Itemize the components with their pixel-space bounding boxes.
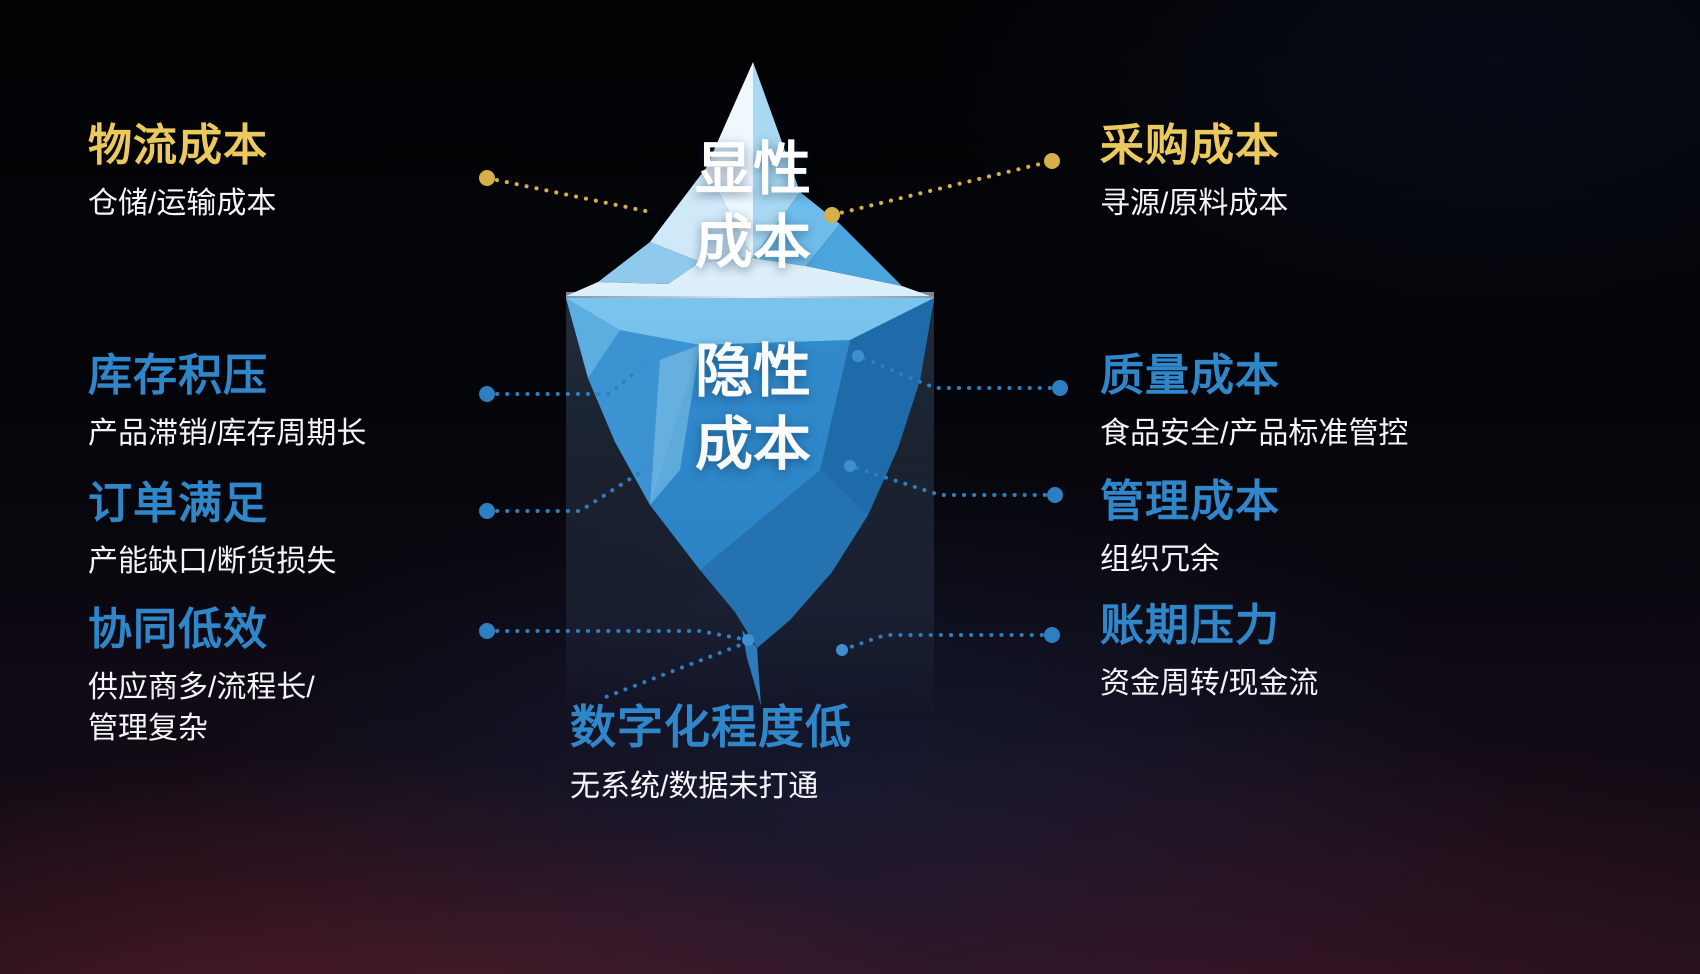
leader-line-quality bbox=[856, 354, 1062, 390]
item-desc: 供应商多/流程长/ 管理复杂 bbox=[88, 671, 315, 745]
explicit-cost-label: 显性 成本 bbox=[694, 137, 811, 275]
item-management-cost: 管理成本 组织冗余 bbox=[1100, 477, 1280, 581]
connector-dot bbox=[635, 361, 647, 373]
item-desc: 食品安全/产品标准管控 bbox=[1100, 417, 1409, 451]
item-title: 数字化程度低 bbox=[570, 701, 852, 753]
connector-dot bbox=[742, 634, 754, 646]
connector-dot bbox=[641, 462, 653, 474]
item-title: 质量成本 bbox=[1100, 351, 1280, 400]
connector-dot bbox=[844, 460, 856, 472]
item-desc: 产品滞销/库存周期长 bbox=[88, 417, 367, 451]
leader-line-digitalization bbox=[596, 640, 750, 702]
item-title: 协同低效 bbox=[88, 605, 268, 654]
connector-dot bbox=[479, 386, 495, 402]
item-title: 库存积压 bbox=[88, 351, 268, 400]
leader-line-logistics bbox=[485, 176, 657, 215]
item-payment-pressure: 账期压力 资金周转/现金流 bbox=[1100, 601, 1319, 705]
leader-line-inventory bbox=[485, 365, 643, 396]
hidden-cost-label: 隐性 成本 bbox=[694, 339, 811, 477]
item-desc: 组织冗余 bbox=[1100, 543, 1220, 577]
connector-dots bbox=[479, 153, 1068, 656]
connector-dot bbox=[1044, 153, 1060, 169]
connector-dot bbox=[479, 503, 495, 519]
connector-dot bbox=[824, 207, 840, 223]
connector-dot bbox=[1047, 487, 1063, 503]
iceberg-below-water bbox=[566, 298, 934, 706]
connector-dot bbox=[479, 170, 495, 186]
item-title: 物流成本 bbox=[88, 121, 268, 170]
item-logistics-cost: 物流成本 仓储/运输成本 bbox=[88, 121, 277, 225]
item-title: 管理成本 bbox=[1100, 477, 1280, 526]
item-title: 订单满足 bbox=[88, 479, 268, 528]
item-inventory-backlog: 库存积压 产品滞销/库存周期长 bbox=[88, 351, 367, 455]
item-desc: 产能缺口/断货损失 bbox=[88, 545, 337, 579]
leader-line-collaboration bbox=[485, 629, 750, 642]
iceberg-above-water bbox=[566, 62, 930, 296]
item-desc: 资金周转/现金流 bbox=[1100, 667, 1319, 701]
connector-dot bbox=[479, 623, 495, 639]
item-quality-cost: 质量成本 食品安全/产品标准管控 bbox=[1100, 351, 1409, 455]
item-collaboration-inefficiency: 协同低效 供应商多/流程长/ 管理复杂 bbox=[88, 605, 315, 749]
connector-dot bbox=[852, 350, 864, 362]
item-title: 账期压力 bbox=[1100, 601, 1280, 650]
connector-dot bbox=[1052, 380, 1068, 396]
item-order-fulfillment: 订单满足 产能缺口/断货损失 bbox=[88, 479, 337, 583]
connector-dot bbox=[1044, 627, 1060, 643]
item-procurement-cost: 采购成本 寻源/原料成本 bbox=[1100, 121, 1289, 225]
item-low-digitalization: 数字化程度低 无系统/数据未打通 bbox=[570, 702, 852, 807]
leader-line-order bbox=[485, 466, 649, 513]
item-title: 采购成本 bbox=[1100, 121, 1280, 170]
item-desc: 仓储/运输成本 bbox=[88, 187, 277, 221]
item-desc: 寻源/原料成本 bbox=[1100, 187, 1289, 221]
item-desc: 无系统/数据未打通 bbox=[570, 769, 819, 803]
connector-dot bbox=[836, 644, 848, 656]
